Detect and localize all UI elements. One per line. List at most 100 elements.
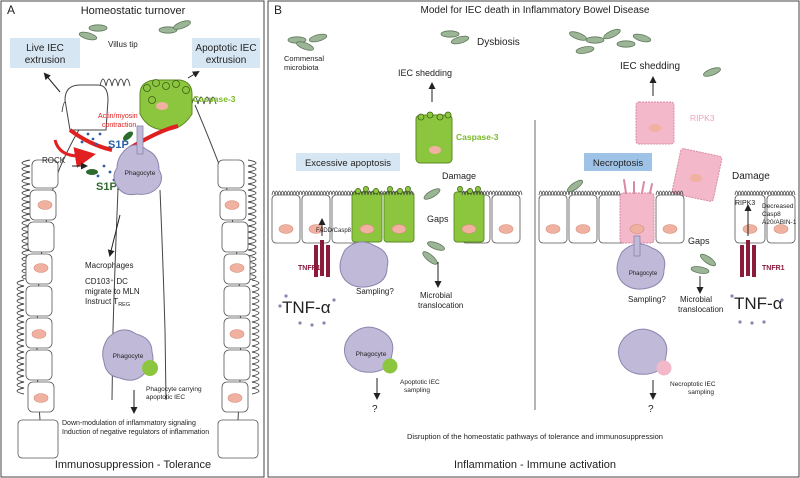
panel-b-footer: Inflammation - Immune activation [454,459,616,471]
panel-a-letter: A [7,3,15,17]
caspase3-b: Caspase-3 [456,132,499,142]
live-iec-box [10,38,80,68]
engulfed-apoptotic-iec [142,360,158,376]
carrying-line-1: Phagocyte carrying [146,386,202,393]
ripk3-label: RIPK3 [735,200,755,207]
tnf-dots-right [730,294,784,325]
tnfr1-left-label: TNFR1 [298,265,321,272]
instruct-sub: REG [118,302,130,308]
phagocyte-a-dendrite [136,125,144,155]
gaps-right: Gaps [688,236,710,246]
dysbiosis-label: Dysbiosis [477,37,520,48]
ripk3-top: RIPK3 [690,113,715,123]
necro-cell-1-nucleus [649,124,661,132]
necroptotic-spikes [623,179,653,194]
epithelium-right [538,194,796,244]
shedding-apoptotic-nucleus [429,146,441,154]
apoptotic-bodies-a [143,79,190,104]
engulfed-apoptotic-cell [382,358,398,374]
dc-line-1: CD103⁺ DC [85,277,128,286]
sampling-phagocyte-left [339,241,389,288]
rock-label: ROCK [42,156,66,165]
necroptosis-box [584,153,652,171]
epithelium-right-microvilli [538,190,796,196]
live-extruding-cell [64,84,109,131]
villus-microvilli [16,78,260,395]
damage-left: Damage [442,171,476,181]
live-iec-line1: Live IEC [26,43,64,54]
shedding-necro-cell-1 [635,101,675,145]
crypt-base [17,419,259,459]
apoptotic-cell-nucleus [156,102,168,110]
carrying-line-2: apoptotic IEC [146,394,185,401]
sampling-right-dendrite [633,235,641,257]
tnfr1-right-receptor [740,240,756,277]
tnf-alpha-right: TNF-α [734,294,783,313]
apoptotic-sampling-2: sampling [404,387,430,394]
sampling-phagocyte-right [616,243,666,290]
panel-a-title: Homeostatic turnover [81,5,186,17]
apoptotic-sampling-1: Apoptotic IEC [400,379,440,386]
iec-shedding-right: IEC shedding [620,61,680,72]
fadd-casp8-label: FADD/Casp8 [316,228,352,234]
epithelium-left-apoptotic-bodies [355,186,481,194]
live-iec-line2: extrusion [25,55,66,66]
s1p-receptor-top [123,131,133,141]
excessive-apoptosis-label: Excessive apoptosis [305,158,391,169]
s1p-label: S1P [108,139,129,151]
actin-label-2: contraction [102,122,136,129]
macrophage-arrow [107,214,121,257]
question-right: ? [648,404,654,415]
phagocyte-a-label: Phagocyte [125,170,156,177]
s1p-dots [80,132,116,182]
tnfr1-right-label: TNFR1 [762,265,785,272]
engulfed-necroptotic-cell [656,360,672,376]
tnf-alpha-left: TNF-α [282,298,331,317]
dc-line-2: migrate to MLN [85,287,140,296]
panel-a-footer: Immunosuppression - Tolerance [55,459,211,471]
excessive-apoptosis-box [296,153,400,171]
apoptotic-iec-box [192,38,260,68]
shedding-apoptotic-bodies [417,111,452,121]
apoptotic-phagocyte-label: Phagocyte [356,351,387,358]
tnf-dots-left [278,294,336,327]
actin-label-1: Actin/myosin [98,113,138,120]
commensal-line-1: Commensal [284,54,324,63]
panel-b-letter: B [274,3,282,17]
phagocyte-carrying-name: Phagocyte [113,353,144,360]
apoptotic-iec-line2: extrusion [206,55,247,66]
apoptotic-iec-line1: Apoptotic IEC [195,43,256,54]
decreased-2: Casp8 [762,211,781,218]
instruct-text: Instruct T [85,297,118,306]
villus-tip-label: Villus tip [108,40,138,49]
contraction-arrow [53,139,96,168]
iec-shedding-left: IEC shedding [398,68,452,78]
downmod-line-1: Down-modulation of inflammatory signalin… [62,420,196,427]
damage-right: Damage [732,171,770,182]
phagocyte-a [113,144,162,196]
epithelium-left-apoptotic [351,191,485,243]
microbial-left-1: Microbial [420,291,452,300]
s1p2r-receptor [86,169,98,175]
microbial-right-2: translocation [678,305,723,314]
necro-cell-2-nucleus [690,174,702,182]
sampling-right-phagocyte-label: Phagocyte [629,271,658,277]
macrophages-label: Macrophages [85,261,133,270]
necroptotic-epithelial-cell [619,192,655,244]
decreased-1: Decreased [762,203,794,210]
live-extrusion-arrow [43,72,61,93]
caspase3-a: Caspase-3 [193,94,236,104]
tnfr1-left-receptor [314,240,330,277]
necroptotic-sampling-1: Necroptotic IEC [670,381,716,388]
gaps-left: Gaps [427,214,449,224]
disruption-text: Disruption of the homeostatic pathways o… [407,432,663,441]
question-left: ? [372,404,378,415]
sampling-right-label: Sampling? [628,295,666,304]
commensal-line-2: microbiota [284,63,319,72]
phagocyte-carrying [102,329,154,381]
shedding-apoptotic-cell [415,114,453,164]
apoptotic-extrusion-arrow [187,70,200,79]
panel-b-title: Model for IEC death in Inflammatory Bowe… [421,5,650,16]
epithelium-right-nuclei [545,224,789,234]
